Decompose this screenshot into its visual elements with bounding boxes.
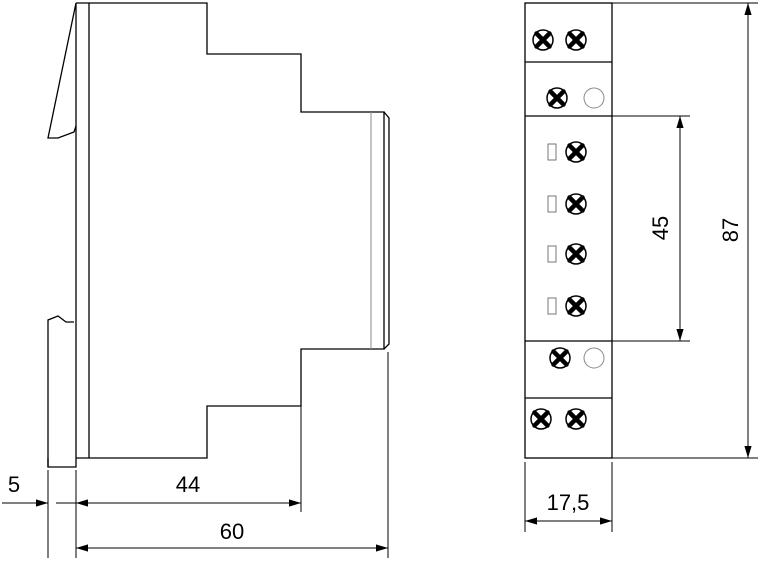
- side-view: [47, 2, 390, 468]
- dim-44-label: 44: [176, 472, 200, 497]
- housing-outline: [76, 2, 385, 459]
- screw-terminal-icon: [566, 244, 586, 264]
- dim-45-label: 45: [648, 216, 673, 240]
- screw-terminal-icon: [566, 194, 586, 214]
- label-slot-icon: [547, 143, 557, 161]
- screw-terminal-icon: [566, 30, 586, 50]
- top-double-terminal: [533, 30, 586, 50]
- dim-17-5-label: 17,5: [547, 490, 590, 515]
- din-rail-clip: [47, 2, 77, 139]
- side-dimensions: 5 44 60: [2, 352, 389, 558]
- screw-terminal-icon: [531, 409, 551, 429]
- indicator-light-icon: [583, 87, 605, 109]
- screw-terminal-icon: [566, 296, 586, 316]
- label-slot-icon: [547, 195, 557, 213]
- screw-terminal-icon: [547, 88, 567, 108]
- dim-87-label: 87: [718, 218, 743, 242]
- screw-terminal-icon: [533, 30, 553, 50]
- screw-terminal-icon: [550, 348, 570, 368]
- screw-terminal-icon: [566, 409, 586, 429]
- indicator-light-icon: [583, 347, 605, 369]
- front-panel: [524, 2, 613, 459]
- dim-5-label: 5: [8, 472, 20, 497]
- front-dimensions: 45 87 17,5: [524, 2, 758, 532]
- bottom-double-terminal: [531, 409, 586, 429]
- screw-terminal-icon: [566, 142, 586, 162]
- dim-60-label: 60: [220, 519, 244, 544]
- lower-terminal-with-indicator: [550, 347, 605, 369]
- label-slot-icon: [547, 245, 557, 263]
- din-rail-base: [47, 315, 77, 468]
- upper-terminal-with-indicator: [547, 87, 605, 109]
- middle-terminal-rows: [547, 142, 586, 316]
- label-slot-icon: [547, 297, 557, 315]
- front-view: [524, 2, 613, 459]
